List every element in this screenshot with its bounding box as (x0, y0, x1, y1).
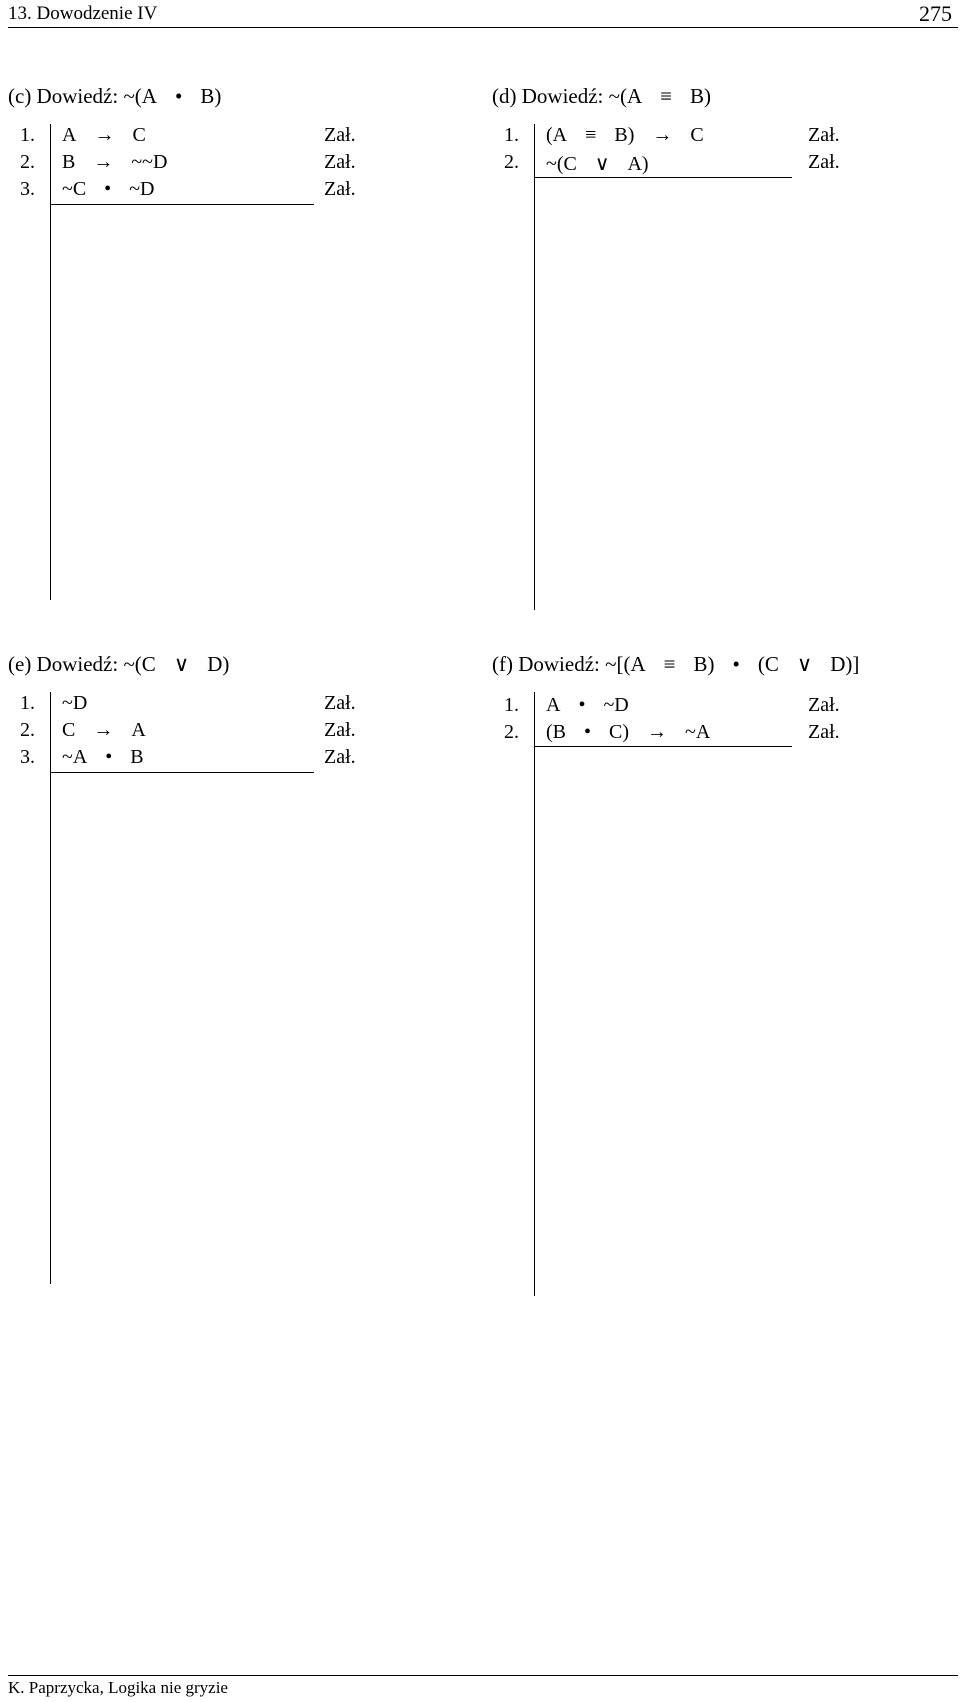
line-number: 1. (20, 124, 35, 146)
justification: Zał. (808, 124, 840, 146)
chapter-title: 13. Dowodzenie IV (8, 3, 158, 24)
line-number: 2. (20, 151, 35, 173)
justification: Zał. (324, 151, 356, 173)
proof-vertical-line (534, 124, 535, 610)
implication-symbol: → (93, 719, 114, 741)
footer-credit: K. Paprzycka, Logika nie gryzie (8, 1678, 228, 1697)
justification: Zał. (324, 178, 356, 200)
formula: C→A (62, 719, 146, 741)
formula: A•~D (546, 694, 629, 716)
exercise-c-title: (c) Dowiedź: ~(A•B) (8, 84, 222, 108)
line-number: 3. (20, 178, 35, 200)
conjunction-symbol: • (104, 178, 112, 200)
disjunction-symbol: ∨ (173, 652, 190, 676)
implication-symbol: → (93, 151, 114, 173)
justification: Zał. (324, 692, 356, 714)
proof-line-3: 3. ~C•~D Zał. (8, 178, 388, 206)
footer-rule (8, 1675, 958, 1676)
proof-line-2: 2. ~(C∨A) Zał. (492, 151, 872, 179)
formula: ~(C∨A) (546, 153, 649, 175)
conjunction-symbol: • (584, 721, 592, 743)
formula: A→C (62, 124, 146, 146)
exercise-f-title: (f) Dowiedź: ~[(A≡B)•(C∨D)] (492, 652, 860, 676)
exercise-d-title: (d) Dowiedź: ~(A≡B) (492, 84, 711, 108)
equivalence-symbol: ≡ (660, 84, 672, 108)
justification: Zał. (324, 746, 356, 768)
proof-line-1: 1. ~D Zał. (8, 692, 388, 720)
formula: (B•C)→~A (546, 721, 711, 743)
proof-vertical-line (534, 692, 535, 1296)
formula: ~A•B (62, 746, 144, 768)
line-number: 1. (20, 692, 35, 714)
conjunction-symbol: • (732, 652, 740, 676)
line-number: 1. (504, 694, 519, 716)
formula: (A≡B)→C (546, 124, 704, 146)
premise-rule (534, 746, 792, 747)
implication-symbol: → (94, 124, 115, 146)
formula: ~C•~D (62, 178, 155, 200)
proof-line-3: 3. ~A•B Zał. (8, 746, 388, 774)
proof-line-2: 2. (B•C)→~A Zał. (492, 721, 872, 749)
page-number: 275 (919, 1, 952, 26)
conjunction-symbol: • (578, 694, 586, 716)
line-number: 2. (504, 721, 519, 743)
proof-vertical-line (50, 692, 51, 1284)
disjunction-symbol: ∨ (796, 652, 813, 676)
line-number: 2. (504, 151, 519, 173)
implication-symbol: → (652, 124, 673, 146)
proof-vertical-line (50, 124, 51, 600)
formula: ~D (62, 692, 88, 714)
conjunction-symbol: • (174, 84, 183, 108)
disjunction-symbol: ∨ (594, 153, 610, 175)
proof-line-1: 1. (A≡B)→C Zał. (492, 124, 872, 152)
exercise-e-title: (e) Dowiedź: ~(C∨D) (8, 652, 230, 676)
line-number: 3. (20, 746, 35, 768)
proof-line-2: 2. C→A Zał. (8, 719, 388, 747)
premise-rule (534, 177, 792, 178)
implication-symbol: → (647, 721, 668, 743)
proof-line-1: 1. A•~D Zał. (492, 694, 872, 722)
premise-rule (50, 772, 314, 773)
justification: Zał. (808, 694, 840, 716)
justification: Zał. (324, 124, 356, 146)
premise-rule (50, 204, 314, 205)
equivalence-symbol: ≡ (585, 124, 597, 146)
header-rule (8, 27, 958, 28)
formula: B→~~D (62, 151, 168, 173)
justification: Zał. (808, 151, 840, 173)
line-number: 2. (20, 719, 35, 741)
proof-line-1: 1. A→C Zał. (8, 124, 388, 152)
proof-line-2: 2. B→~~D Zał. (8, 151, 388, 179)
justification: Zał. (324, 719, 356, 741)
conjunction-symbol: • (105, 746, 113, 768)
equivalence-symbol: ≡ (663, 652, 676, 676)
justification: Zał. (808, 721, 840, 743)
line-number: 1. (504, 124, 519, 146)
